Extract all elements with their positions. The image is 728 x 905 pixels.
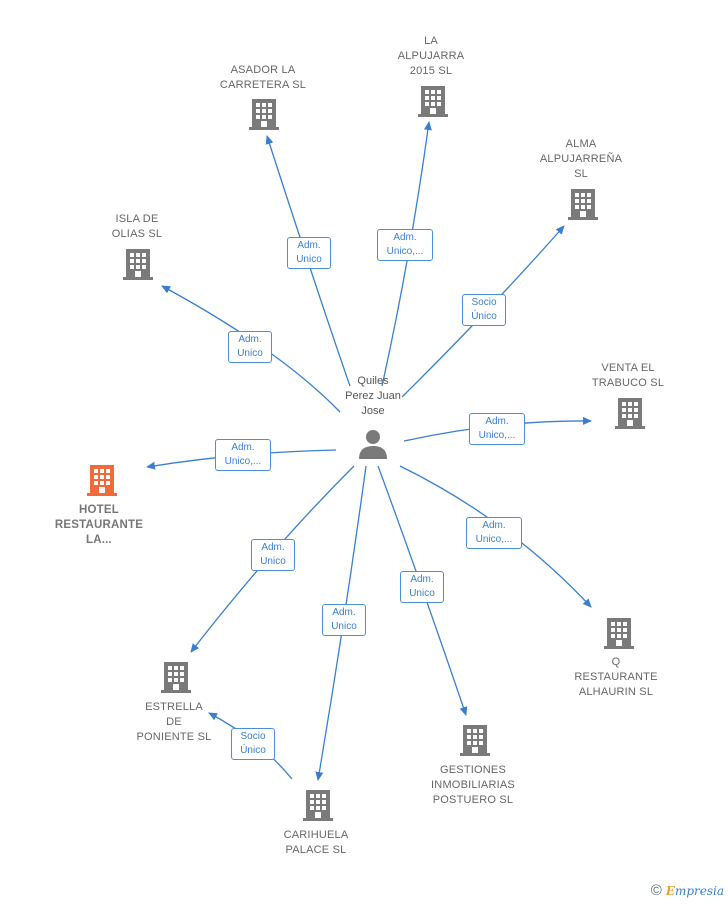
text-line: Quiles [357, 375, 389, 387]
text-line: Unico,... [224, 456, 262, 467]
text-line: Adm. [393, 232, 417, 243]
text-line: Adm. [332, 607, 356, 618]
text-line: Perez Juan [345, 390, 401, 402]
text-line: ALHAURIN SL [578, 686, 654, 698]
company-label-gestiones[interactable]: GESTIONES INMOBILIARIAS POSTUERO SL [408, 763, 538, 808]
text-line: GESTIONES [440, 764, 506, 776]
company-label-estrella[interactable]: ESTRELLA DE PONIENTE SL [109, 700, 239, 745]
text-line: Unico [260, 556, 286, 567]
person-icon[interactable] [359, 430, 387, 459]
building-icon[interactable] [123, 249, 153, 280]
text-line: LA... [86, 534, 112, 546]
text-line: Adm. [261, 542, 285, 553]
text-line: Unico,... [478, 430, 516, 441]
text-line: CARIHUELA [283, 829, 349, 841]
text-line: ALPUJARRA [397, 50, 465, 62]
text-line: ISLA DE [115, 213, 159, 225]
building-icon[interactable] [460, 725, 490, 756]
building-icon[interactable] [568, 189, 598, 220]
edge-label-alpujarra[interactable]: Adm. Unico,... [377, 229, 433, 261]
text-line: RESTAURANTE [54, 519, 144, 531]
text-line: Jose [361, 405, 385, 417]
building-icon[interactable] [615, 398, 645, 429]
text-line: Unico [237, 348, 263, 359]
edge-label-isla[interactable]: Adm. Unico [228, 331, 272, 363]
text-line: OLIAS SL [111, 228, 163, 240]
text-line: Adm. [297, 240, 321, 251]
text-line: Adm. [231, 442, 255, 453]
edge-label-qrest[interactable]: Adm. Unico,... [466, 517, 522, 549]
building-icon[interactable] [161, 662, 191, 693]
text-line: Unico [296, 254, 322, 265]
text-line: Unico [331, 621, 357, 632]
copyright-icon: © [650, 882, 662, 899]
text-line: Adm. [482, 520, 506, 531]
text-line: Q [611, 656, 621, 668]
text-line: CARRETERA SL [219, 79, 307, 91]
company-label-hotel[interactable]: HOTEL RESTAURANTE LA... [34, 503, 164, 548]
text-line: TRABUCO SL [591, 377, 665, 389]
text-line: Adm. [238, 334, 262, 345]
edge-label-estrella[interactable]: Adm. Unico [251, 539, 295, 571]
text-line: RESTAURANTE [574, 671, 658, 683]
edge-label-gestiones[interactable]: Adm. Unico [400, 571, 444, 603]
company-label-carihuela[interactable]: CARIHUELA PALACE SL [251, 828, 381, 858]
company-label-qrest[interactable]: Q RESTAURANTE ALHAURIN SL [551, 655, 681, 700]
text-line: Único [471, 311, 497, 322]
company-label-isla[interactable]: ISLA DE OLIAS SL [72, 212, 202, 242]
text-line: ESTRELLA [145, 701, 203, 713]
building-icon-highlight[interactable] [87, 465, 117, 496]
company-label-alpujarra[interactable]: LA ALPUJARRA 2015 SL [366, 34, 496, 79]
company-label-alma[interactable]: ALMA ALPUJARREÑA SL [516, 137, 646, 182]
text-line: SL [574, 168, 588, 180]
building-icon[interactable] [604, 618, 634, 649]
text-line: Socio [471, 297, 497, 308]
edge-label-hotel[interactable]: Adm. Unico,... [215, 439, 271, 471]
text-line: HOTEL [79, 504, 119, 516]
edge-label-carihuela[interactable]: Adm. Unico [322, 604, 366, 636]
text-line: LA [424, 35, 438, 47]
text-line: Único [240, 745, 266, 756]
brand-name: mpresia [674, 884, 724, 898]
text-line: Adm. [410, 574, 434, 585]
brand-initial: E [665, 884, 675, 898]
brand-logo[interactable]: ©Empresia [651, 882, 724, 899]
edge-label-venta[interactable]: Adm. Unico,... [469, 413, 525, 445]
building-icon[interactable] [418, 86, 448, 117]
text-line: Unico,... [386, 246, 424, 257]
text-line: PONIENTE SL [136, 731, 212, 743]
company-label-venta[interactable]: VENTA EL TRABUCO SL [563, 361, 693, 391]
text-line: Unico,... [475, 534, 513, 545]
edge-label-asador[interactable]: Adm. Unico [287, 237, 331, 269]
building-icon[interactable] [303, 790, 333, 821]
building-icon[interactable] [249, 99, 279, 130]
text-line: Unico [409, 588, 435, 599]
text-line: INMOBILIARIAS [431, 779, 515, 791]
company-label-asador[interactable]: ASADOR LA CARRETERA SL [198, 63, 328, 93]
text-line: VENTA EL [601, 362, 655, 374]
text-line: ALPUJARREÑA [539, 153, 623, 165]
text-line: Socio [240, 731, 266, 742]
text-line: POSTUERO SL [432, 794, 514, 806]
text-line: DE [166, 716, 182, 728]
text-line: Adm. [485, 416, 509, 427]
edge-asador [265, 135, 351, 387]
text-line: 2015 SL [409, 65, 453, 77]
text-line: PALACE SL [285, 844, 347, 856]
text-line: ASADOR LA [230, 64, 296, 76]
text-line: ALMA [565, 138, 597, 150]
